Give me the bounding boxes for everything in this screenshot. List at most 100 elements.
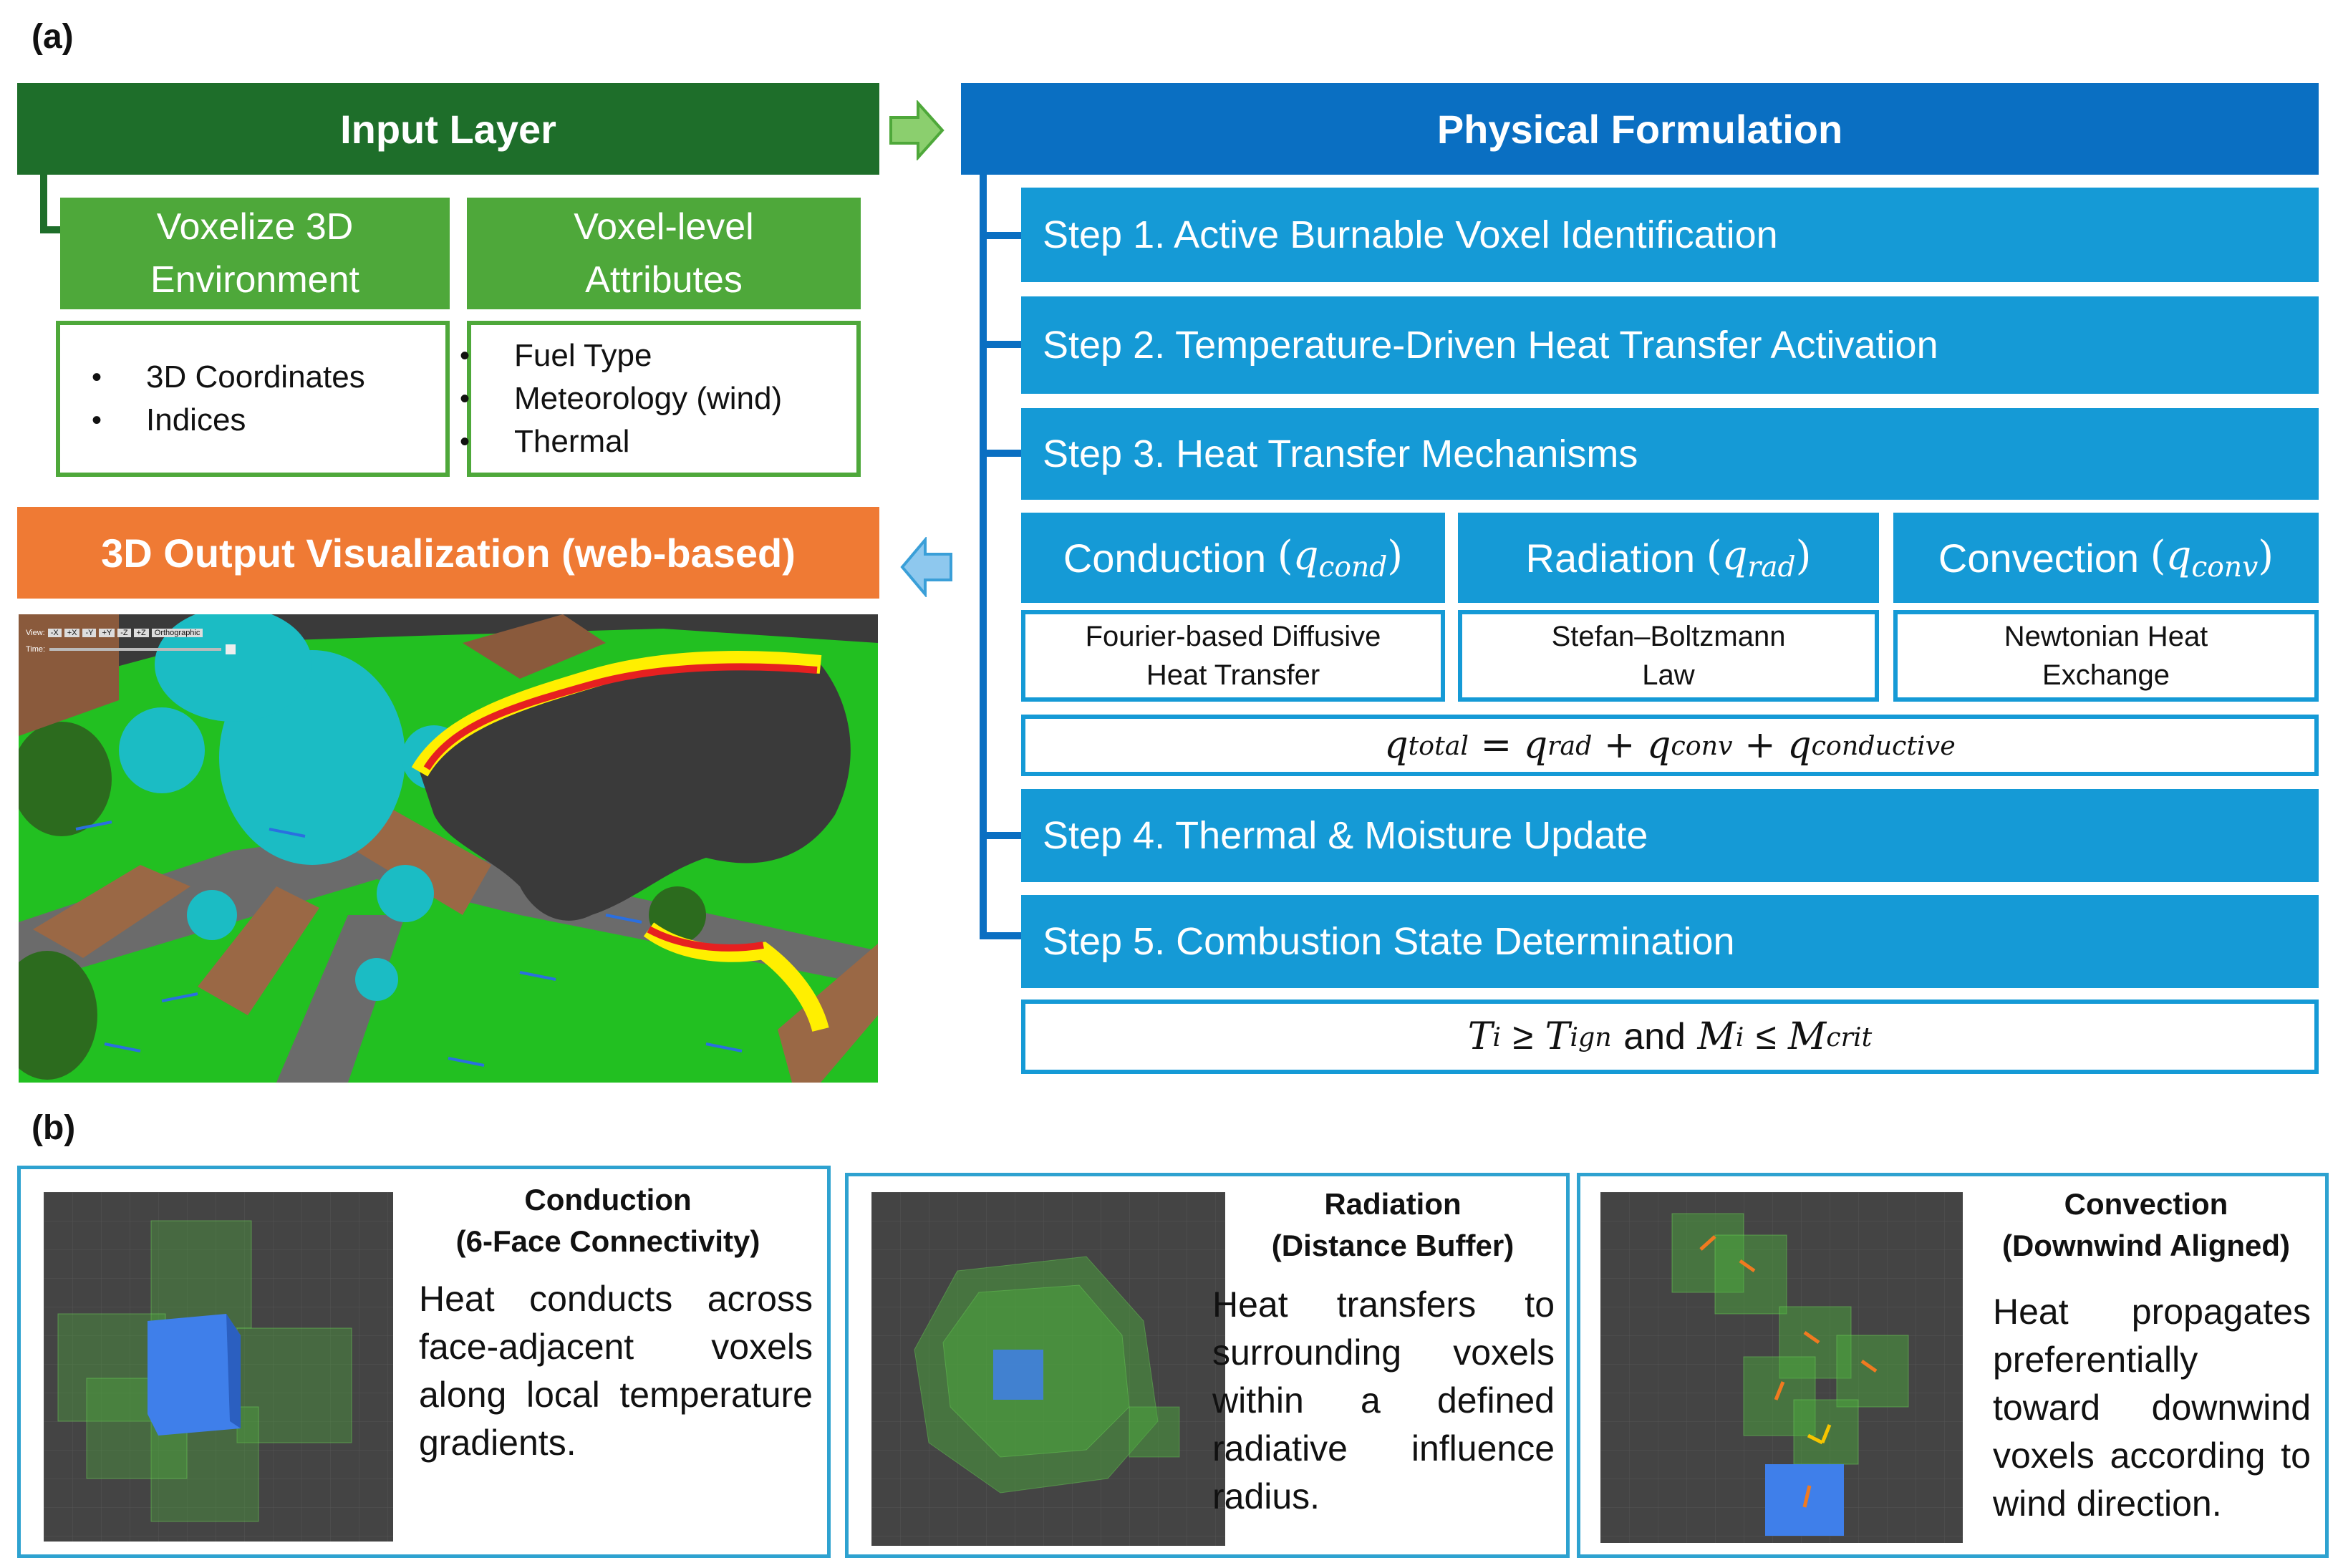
view-button[interactable]: -Y (82, 629, 97, 637)
mechanism-name: Conduction (1063, 535, 1267, 581)
convection-card: Convection (Downwind Aligned) Heat propa… (1577, 1173, 2329, 1558)
radiation-description: Stefan–Boltzmann Law (1458, 610, 1879, 702)
conduction-card: Conduction (6-Face Connectivity) Heat co… (17, 1166, 831, 1558)
connector-tick (980, 832, 1021, 839)
voxelize-line1: Voxelize 3D (156, 206, 354, 248)
projection-button[interactable]: Orthographic (151, 629, 203, 637)
voxelize-line2: Environment (150, 259, 359, 301)
card-title-line1: Radiation (1324, 1187, 1462, 1221)
desc-line: Law (1642, 659, 1695, 691)
list-item: Meteorology (wind) (428, 377, 782, 420)
connector-tick (980, 232, 1021, 239)
voxel-attributes-header: Voxel-level Attributes (467, 198, 861, 309)
voxelize-list: 3D Coordinates Indices (60, 356, 365, 442)
view-button[interactable]: +X (64, 629, 80, 637)
view-button[interactable]: +Y (99, 629, 115, 637)
step-3: Step 3. Heat Transfer Mechanisms (1021, 408, 2319, 500)
time-slider[interactable] (49, 648, 222, 651)
conduction-viewport (44, 1192, 393, 1542)
cond-geq: ≥ (1512, 1016, 1534, 1058)
cond-subscript: i (1735, 1021, 1744, 1052)
convection-description: Newtonian Heat Exchange (1893, 610, 2319, 702)
panel-b-label: (b) (32, 1109, 76, 1147)
mechanism-name: Convection (1938, 535, 2140, 581)
physical-formulation-title: Physical Formulation (1436, 106, 1843, 152)
voxel-attr-line1: Voxel-level (574, 206, 754, 248)
mechanism-convection: Convection (qconv) (1893, 513, 2319, 603)
output-header: 3D Output Visualization (web-based) (17, 507, 879, 599)
radiation-card-text: Heat transfers to surrounding voxels wit… (1212, 1284, 1555, 1516)
conduction-description: Fourier-based Diffusive Heat Transfer (1021, 610, 1445, 702)
mechanism-subscript: rad (1747, 551, 1796, 584)
step-label: Step 3. Heat Transfer Mechanisms (1043, 432, 1638, 475)
time-label: Time: (26, 645, 46, 654)
eq-subscript: conv (1671, 730, 1733, 761)
convection-card-title: Convection (Downwind Aligned) (1967, 1184, 2325, 1267)
step-label: Step 5. Combustion State Determination (1043, 920, 1735, 963)
list-item: Indices (60, 399, 365, 442)
voxelize-list-box: 3D Coordinates Indices (56, 321, 450, 477)
input-connector-h (40, 226, 62, 233)
radiation-card: Radiation (Distance Buffer) Heat transfe… (845, 1173, 1570, 1558)
card-title-line2: (Downwind Aligned) (2001, 1229, 2291, 1262)
step-label: Step 2. Temperature-Driven Heat Transfer… (1043, 324, 1938, 367)
cond-and: and (1623, 1016, 1686, 1058)
step-5: Step 5. Combustion State Determination (1021, 895, 2319, 988)
eq-subscript: rad (1547, 730, 1593, 761)
cond-subscript: ign (1570, 1021, 1612, 1052)
arrow-right-icon (889, 100, 945, 160)
list-item: Thermal (428, 420, 782, 463)
input-layer-header: Input Layer (17, 83, 879, 175)
conduction-card-title: Conduction (6-Face Connectivity) (407, 1179, 808, 1262)
list-item: Fuel Type (428, 334, 782, 377)
list-item: 3D Coordinates (60, 356, 365, 399)
3d-visualization-viewport[interactable]: View: -X +X -Y +Y -Z +Z Orthographic Tim… (19, 614, 878, 1083)
eq-subscript: total (1408, 730, 1469, 761)
input-layer-title: Input Layer (340, 106, 556, 152)
voxel-attr-line2: Attributes (585, 259, 743, 301)
radiation-card-title: Radiation (Distance Buffer) (1221, 1184, 1565, 1267)
mechanism-subscript: cond (1318, 551, 1388, 584)
desc-line: Newtonian Heat (2004, 621, 2208, 652)
cond-subscript: crit (1826, 1021, 1873, 1052)
connector-tick (980, 932, 1021, 939)
conduction-card-text: Heat conducts across face-adjacent voxel… (419, 1279, 813, 1463)
mechanism-symbol: q (2165, 532, 2192, 579)
mechanism-radiation: Radiation (qrad) (1458, 513, 1879, 603)
panel-a-label: (a) (32, 18, 74, 56)
step-2: Step 2. Temperature-Driven Heat Transfer… (1021, 296, 2319, 394)
card-title-line1: Convection (2064, 1187, 2228, 1221)
step-4: Step 4. Thermal & Moisture Update (1021, 789, 2319, 882)
attributes-list-box: Fuel Type Meteorology (wind) Thermal (460, 321, 861, 477)
attributes-list: Fuel Type Meteorology (wind) Thermal (428, 334, 782, 463)
mechanism-symbol: q (1721, 532, 1748, 579)
desc-line: Stefan–Boltzmann (1551, 621, 1786, 652)
step-label: Step 1. Active Burnable Voxel Identifica… (1043, 213, 1778, 256)
arrow-left-icon (900, 537, 952, 597)
input-connector (40, 175, 47, 233)
connector-tick (980, 341, 1021, 348)
view-button[interactable]: -X (47, 629, 62, 637)
steps-connector (980, 175, 987, 939)
step-label: Step 4. Thermal & Moisture Update (1043, 814, 1648, 857)
mechanism-subscript: conv (2191, 551, 2259, 584)
view-button[interactable]: +Z (133, 629, 149, 637)
cond-leq: ≤ (1755, 1016, 1777, 1058)
time-slider-row: Time: (26, 644, 236, 654)
3d-scene (19, 614, 878, 1083)
time-value-box[interactable] (226, 644, 236, 654)
cond-subscript: i (1492, 1021, 1502, 1052)
desc-line: Heat Transfer (1146, 659, 1320, 691)
output-title: 3D Output Visualization (web-based) (101, 530, 796, 576)
card-title-line2: (6-Face Connectivity) (455, 1224, 760, 1258)
viewer-toolbar: View: -X +X -Y +Y -Z +Z Orthographic (26, 624, 203, 642)
card-title-line1: Conduction (524, 1183, 692, 1216)
card-title-line2: (Distance Buffer) (1271, 1229, 1515, 1262)
mechanism-name: Radiation (1525, 535, 1696, 581)
convection-card-text: Heat propagates preferentially toward do… (1993, 1292, 2311, 1524)
convection-viewport (1600, 1192, 1963, 1543)
radiation-viewport (871, 1192, 1225, 1546)
view-button[interactable]: -Z (117, 629, 131, 637)
